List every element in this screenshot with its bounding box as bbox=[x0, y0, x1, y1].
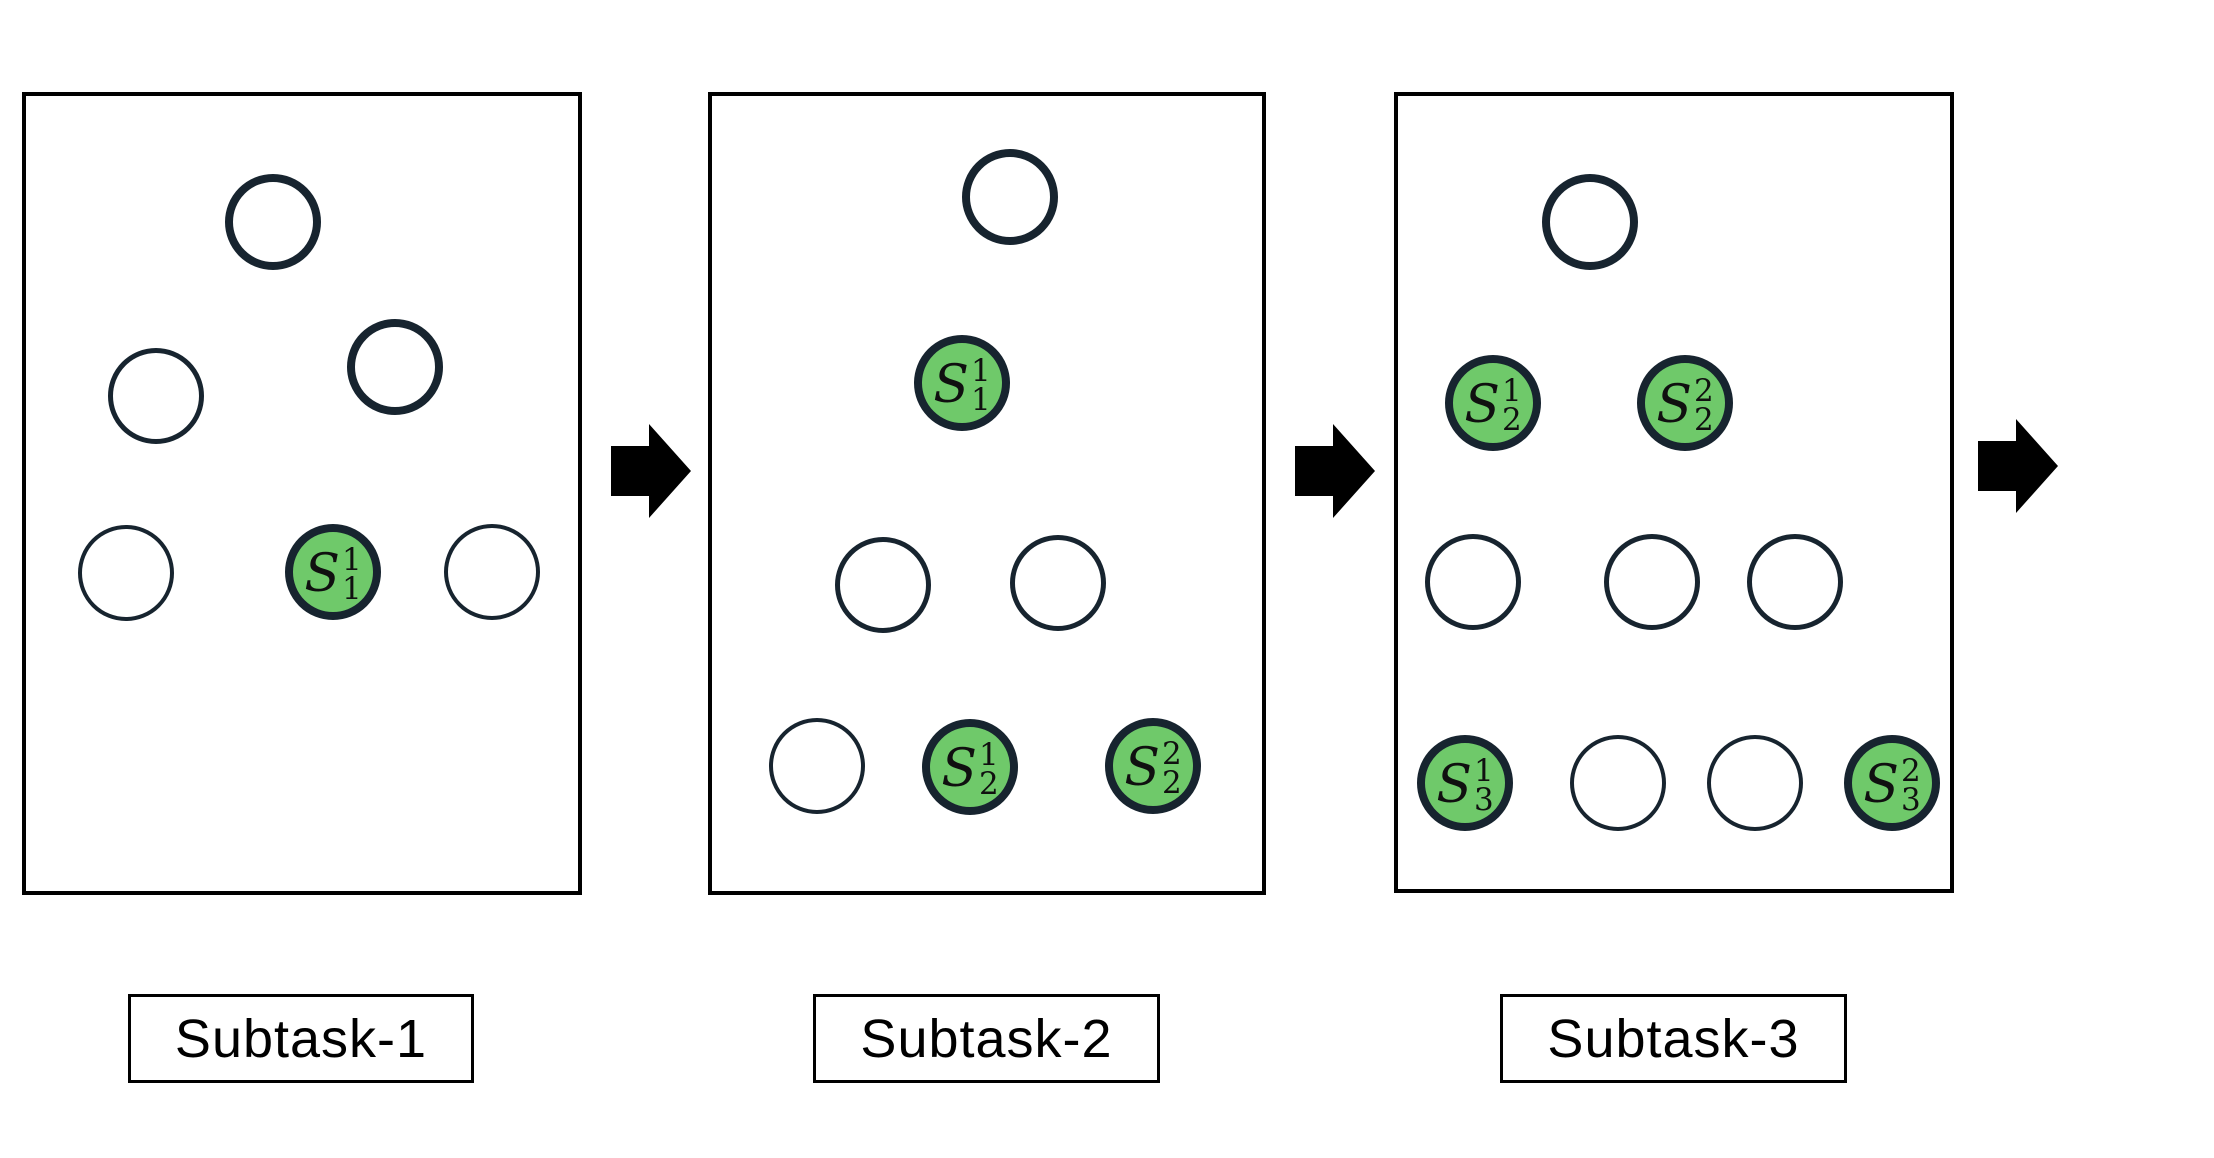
subtask-2-label: Subtask-2 bbox=[813, 994, 1160, 1083]
tree-node-empty bbox=[347, 319, 443, 415]
tree-node-empty bbox=[225, 174, 321, 270]
tree-node-empty bbox=[78, 525, 174, 621]
tree-node-empty bbox=[1747, 534, 1843, 630]
next-step-arrow-icon bbox=[611, 424, 691, 518]
tree-node-empty bbox=[1425, 534, 1521, 630]
next-step-arrow-icon bbox=[1295, 424, 1375, 518]
tree-node-empty bbox=[769, 718, 865, 814]
tree-node-empty bbox=[1604, 534, 1700, 630]
tree-node-empty bbox=[962, 149, 1058, 245]
subtask-1-label: Subtask-1 bbox=[128, 994, 474, 1083]
subtask-3-label: Subtask-3 bbox=[1500, 994, 1847, 1083]
tree-node-empty bbox=[444, 524, 540, 620]
tree-node-empty bbox=[1570, 735, 1666, 831]
tree-node-empty bbox=[1707, 735, 1803, 831]
tree-node-empty bbox=[1542, 174, 1638, 270]
tree-node-empty bbox=[1010, 535, 1106, 631]
tree-node-empty bbox=[835, 537, 931, 633]
next-step-arrow-icon bbox=[1978, 419, 2058, 513]
tree-node-empty bbox=[108, 348, 204, 444]
